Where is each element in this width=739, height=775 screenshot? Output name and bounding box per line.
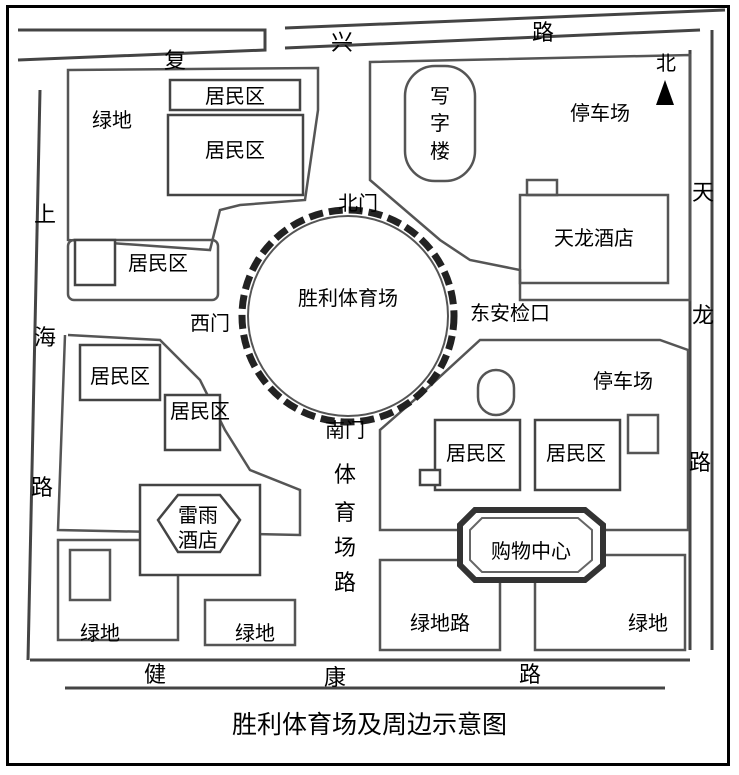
road-fuxing-1: 复 <box>164 49 186 74</box>
north-label: 北 <box>656 51 676 75</box>
north-arrow-icon: 北 <box>656 51 676 105</box>
road-tiyuchang-3: 场 <box>334 536 356 561</box>
road-shanghai-1: 上 <box>34 203 56 228</box>
road-tianlong-2: 龙 <box>692 304 714 329</box>
road-lvdi: 绿地路 <box>410 611 470 635</box>
road-jiankang-1: 健 <box>144 663 166 688</box>
leiyu-hotel-label-1: 雷雨 <box>178 503 218 527</box>
residential-label-4: 居民区 <box>90 364 150 388</box>
checkpoint-label: 东安检口 <box>470 301 550 325</box>
green-label-2: 绿地 <box>80 621 120 645</box>
office-label-3: 楼 <box>430 139 450 163</box>
buildings <box>73 78 622 577</box>
mall-label: 购物中心 <box>491 539 571 563</box>
road-fuxing-2: 兴 <box>331 31 353 56</box>
road-tianlong-3: 路 <box>689 451 711 476</box>
road-tianlong-1: 天 <box>692 181 714 206</box>
road-fuxing-3: 路 <box>532 21 554 46</box>
residential-label-2: 居民区 <box>205 138 265 162</box>
west-gate-label: 西门 <box>190 311 230 335</box>
residential-label-5: 居民区 <box>170 399 230 423</box>
residential-label-6: 居民区 <box>446 441 506 465</box>
mall[interactable]: 购物中心 <box>457 507 606 583</box>
road-tiyuchang-4: 路 <box>334 571 356 596</box>
road-jiankang-3: 路 <box>519 663 541 688</box>
green-label-3: 绿地 <box>235 621 275 645</box>
stadium-label: 胜利体育场 <box>298 286 398 310</box>
road-tiyuchang-2: 育 <box>334 501 356 526</box>
parking-label-2: 停车场 <box>593 369 653 393</box>
road-labels: 复 兴 路 上 海 路 天 龙 路 健 康 路 体 育 场 路 绿地路 <box>31 21 714 691</box>
map-caption: 胜利体育场及周边示意图 <box>231 710 507 739</box>
office-label-1: 写 <box>430 84 450 108</box>
road-tiyuchang-1: 体 <box>334 463 356 488</box>
office-label-2: 字 <box>430 111 450 135</box>
tianlong-hotel-label: 天龙酒店 <box>554 226 634 250</box>
parking-label-1: 停车场 <box>570 101 630 125</box>
leiyu-hotel-label-2: 酒店 <box>178 528 218 552</box>
stadium[interactable]: 胜利体育场 <box>238 206 458 426</box>
road-jiankang-2: 康 <box>324 666 346 691</box>
green-label-1: 绿地 <box>92 108 132 132</box>
north-gate-label: 北门 <box>338 191 378 215</box>
block-outlines <box>56 53 692 652</box>
leiyu-hotel[interactable]: 雷雨 酒店 <box>156 493 242 554</box>
residential-label-3: 居民区 <box>128 251 188 275</box>
road-shanghai-2: 海 <box>34 326 56 351</box>
green-label-4: 绿地 <box>628 611 668 635</box>
south-gate-label: 南门 <box>325 418 365 442</box>
road-shanghai-3: 路 <box>31 476 53 501</box>
residential-label-7: 居民区 <box>546 441 606 465</box>
residential-label-1: 居民区 <box>205 84 265 108</box>
